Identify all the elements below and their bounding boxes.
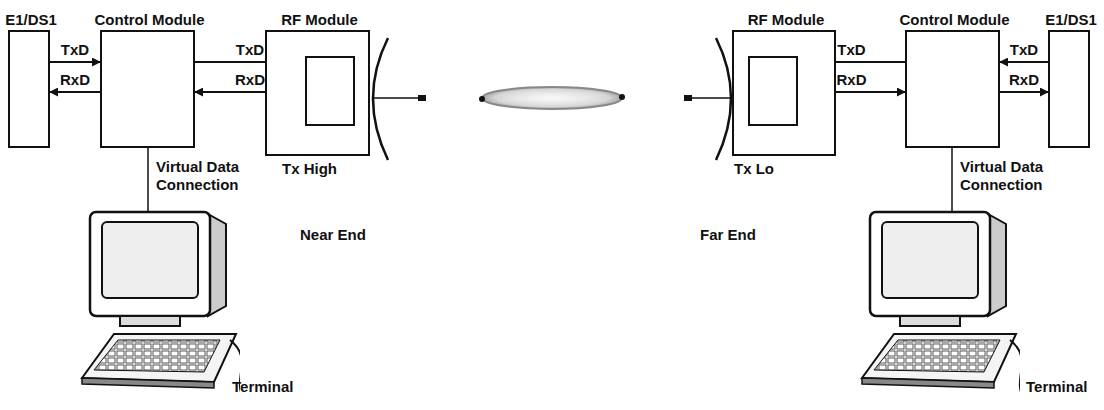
rf-unit xyxy=(748,56,798,126)
data-line xyxy=(147,148,149,212)
feed xyxy=(372,97,420,99)
module-box: Control Module xyxy=(905,30,1000,148)
signal-name: TxD xyxy=(1010,41,1038,59)
signal-name: RxD xyxy=(60,71,90,89)
signal-name: TxD xyxy=(837,41,865,59)
module-heading: Control Module xyxy=(900,11,1010,28)
module-heading: E1/DS1 xyxy=(1045,11,1097,28)
text-label: Tx Lo xyxy=(734,160,774,178)
module-box: RF Module xyxy=(732,30,836,156)
module-box: RF Module xyxy=(265,30,370,156)
signal-name: TxD xyxy=(236,41,264,59)
text-label: Virtual Data Connection xyxy=(156,158,256,194)
module-heading: E1/DS1 xyxy=(5,11,57,28)
data-line xyxy=(951,148,953,212)
text-label: Far End xyxy=(700,226,756,244)
signal-name: RxD xyxy=(1009,71,1039,89)
module-box: E1/DS1 xyxy=(8,30,50,148)
text-label: Terminal xyxy=(232,378,293,396)
feed xyxy=(690,97,732,99)
rf-unit xyxy=(305,56,355,126)
signal-arrow xyxy=(1000,61,1048,63)
signal-arrow xyxy=(50,61,100,63)
module-box: Control Module xyxy=(100,30,195,148)
text-label: Terminal xyxy=(1026,378,1087,396)
signal-arrow xyxy=(1000,91,1048,93)
module-heading: Control Module xyxy=(95,11,205,28)
module-heading: RF Module xyxy=(748,11,825,28)
signal-name: TxD xyxy=(61,41,89,59)
terminal-icon xyxy=(82,212,245,400)
beam xyxy=(482,87,622,109)
signal-name: RxD xyxy=(836,71,866,89)
terminal-icon xyxy=(862,212,1025,400)
module-heading: RF Module xyxy=(281,11,358,28)
text-label: Virtual Data Connection xyxy=(960,158,1060,194)
text-label: Near End xyxy=(300,226,366,244)
module-box: E1/DS1 xyxy=(1048,30,1090,148)
signal-name: RxD xyxy=(235,71,265,89)
text-label: Tx High xyxy=(282,160,337,178)
signal-arrow xyxy=(50,91,100,93)
dish xyxy=(373,38,388,160)
dish xyxy=(716,38,731,160)
